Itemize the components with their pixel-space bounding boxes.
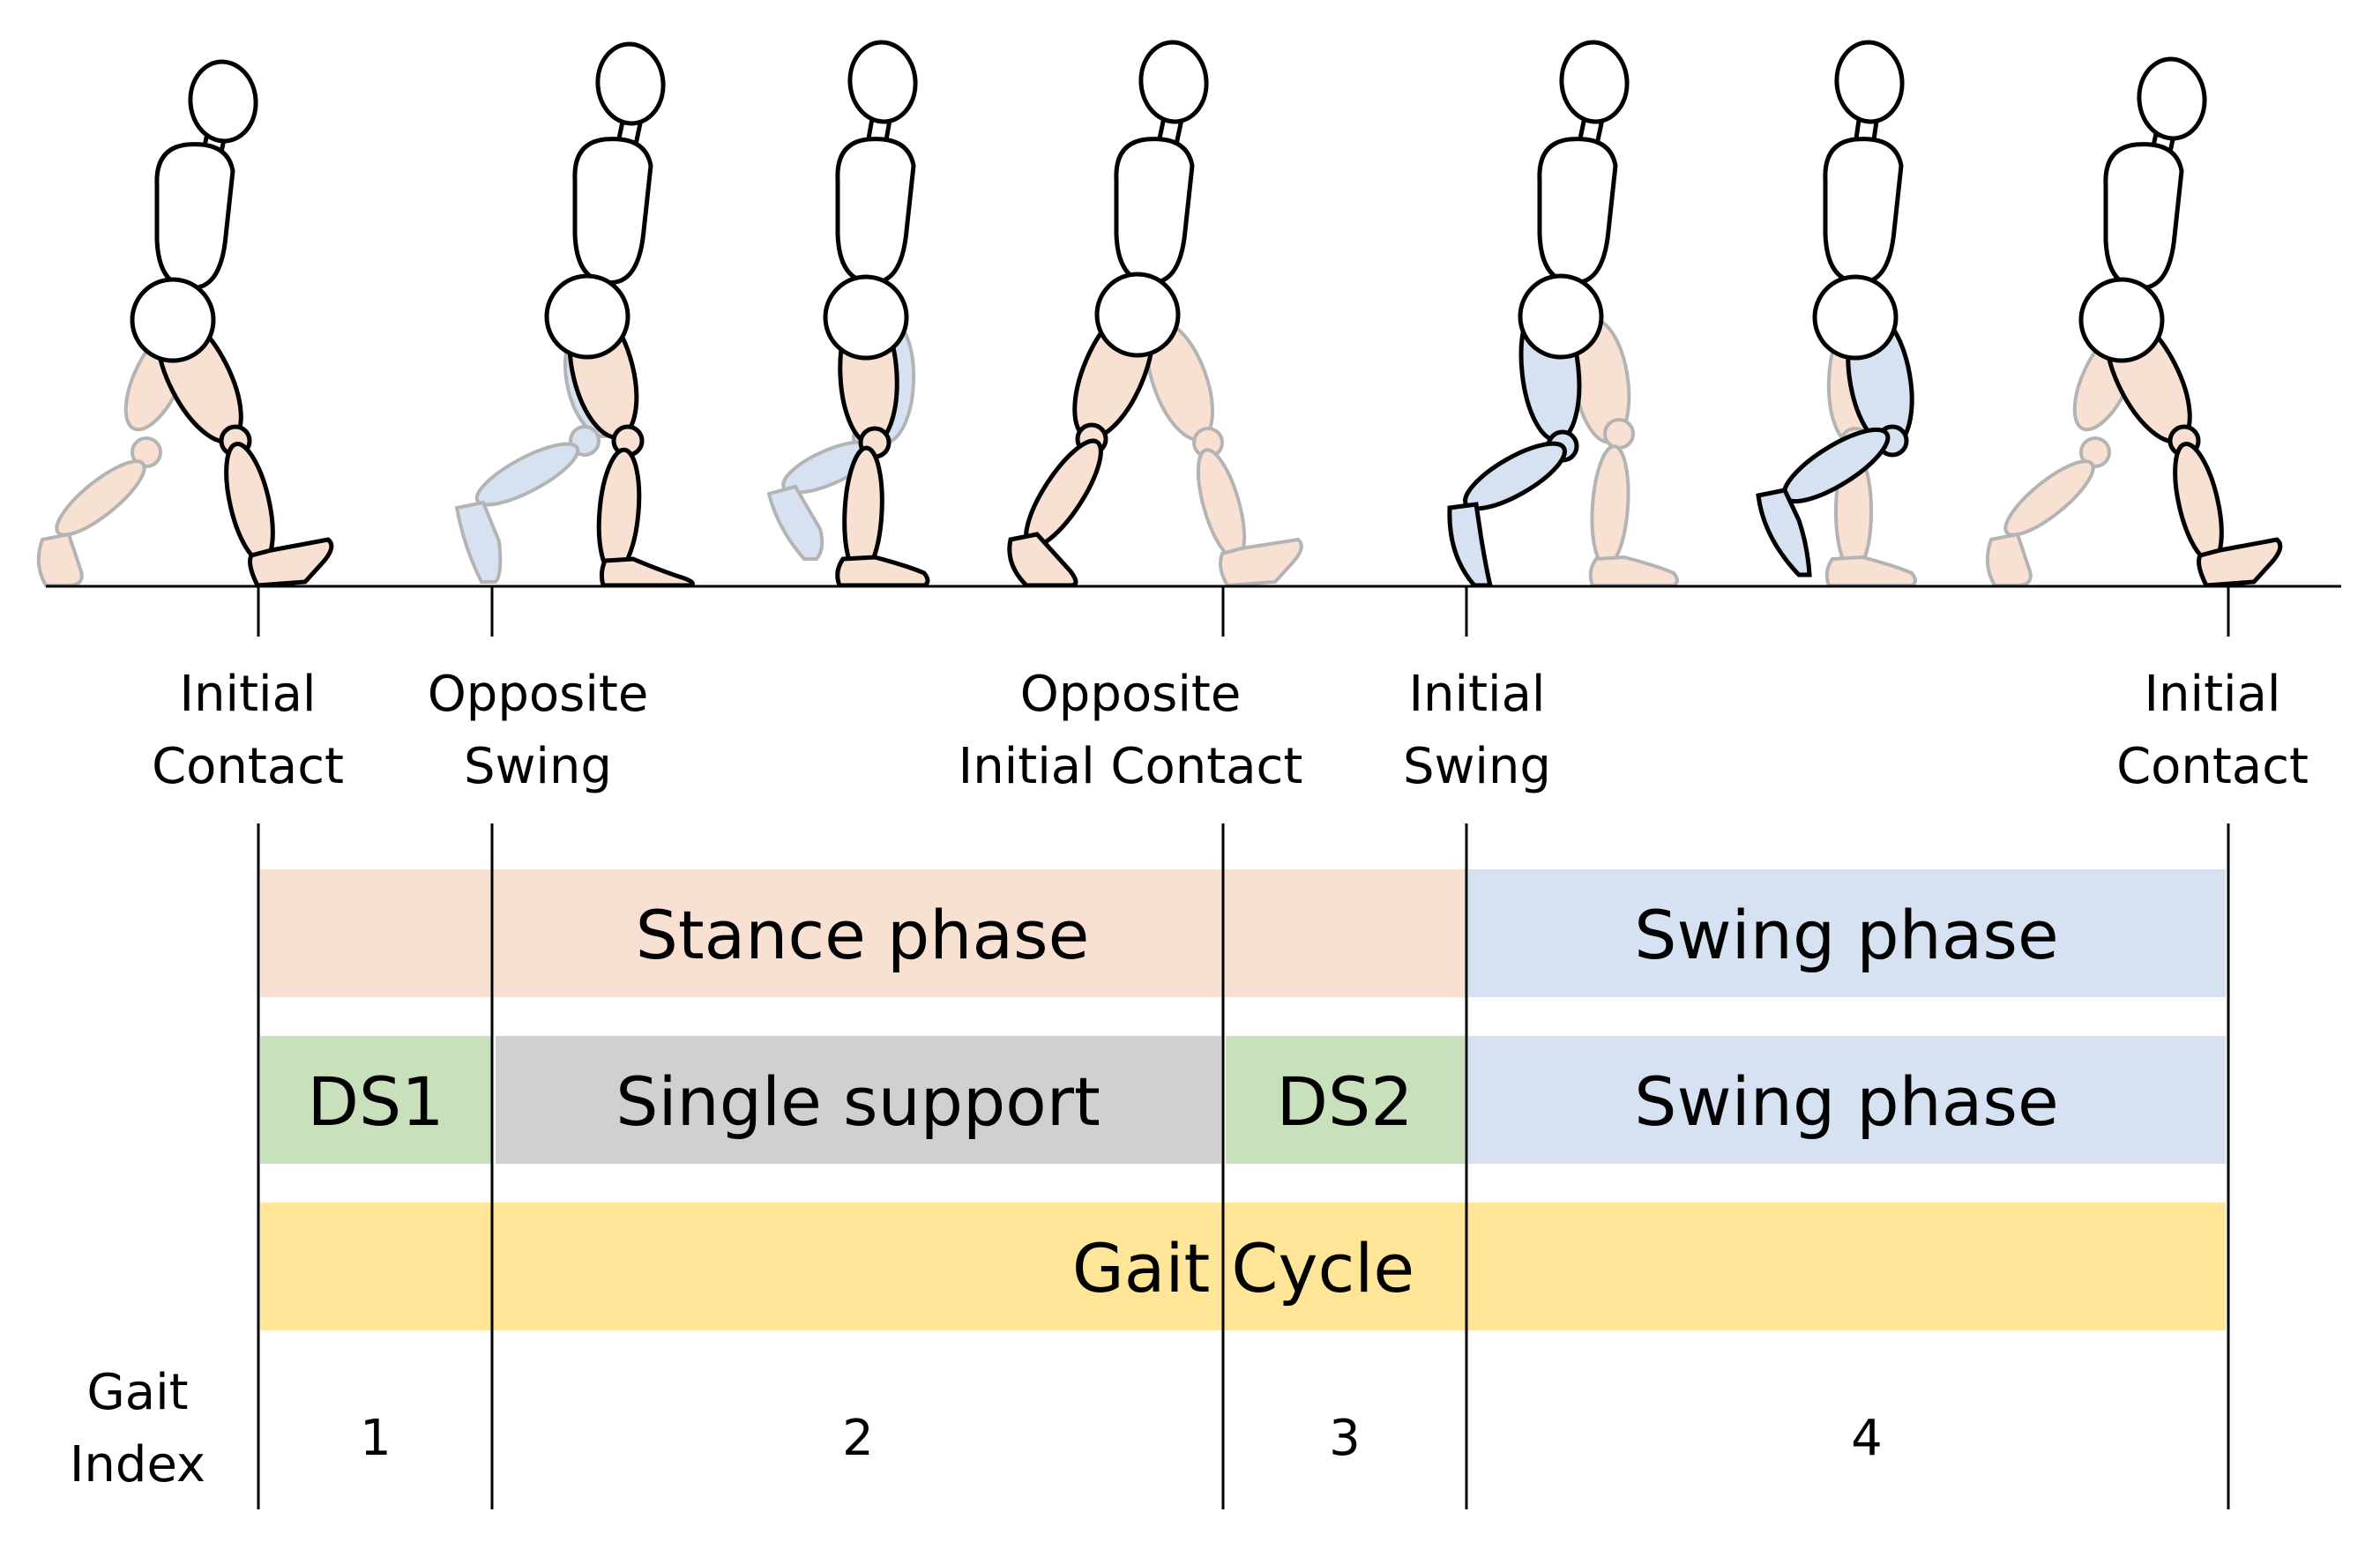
event-label-opposite-initial-contact-line-1: Opposite [1020,666,1242,723]
torso-and-head [1812,40,1905,361]
boundary-lines [257,823,2230,1509]
gait-cycle-bar [260,1203,2226,1330]
stance-phase-bar [260,869,1466,997]
swing-phase-label-top: Swing phase [1634,896,2058,974]
event-labels: Initial Contact Opposite Swing Opposite … [152,666,2309,795]
single-support-bar [496,1036,1221,1164]
torso-and-head [823,40,918,361]
torso-and-head [2078,56,2207,363]
gait-index-title-line-1: Gait [86,1364,188,1421]
gait-index-value-4: 4 [1851,1410,1883,1467]
swing-phase-label-mid: Swing phase [1634,1062,2058,1141]
gait-index-title-line-2: Index [70,1436,205,1494]
event-label-opposite-swing-line-1: Opposite [428,666,649,723]
bar-labels: Stance phase Swing phase DS1 Single supp… [307,896,2058,1307]
event-ticks [257,586,2230,637]
walker-figure-1 [36,59,334,588]
walker-figure-3 [766,40,930,588]
ds2-label: DS2 [1276,1062,1413,1141]
walker-figure-2 [454,41,695,588]
swing-phase-bar-top [1468,869,2226,997]
walker-figure-7 [1985,56,2283,588]
gait-index: Gait Index 1 2 3 4 [70,1364,1883,1494]
event-label-initial-swing-line-2: Swing [1403,738,1551,795]
swing-phase-bar-mid [1468,1036,2226,1164]
gait-index-value-3: 3 [1329,1410,1361,1467]
gait-cycle-label: Gait Cycle [1072,1229,1414,1307]
gait-index-value-2: 2 [842,1410,874,1467]
walker-figure-4 [1007,40,1303,588]
stance-phase-label: Stance phase [636,896,1090,974]
event-label-initial-contact-line-1: Initial [180,666,317,723]
torso-and-head [544,41,666,360]
phase-bars [260,869,2226,1330]
walker-figure-6 [1756,40,1917,587]
torso-and-head [130,59,258,363]
torso-and-head [1094,40,1209,358]
ds1-label: DS1 [307,1062,444,1141]
walking-figures [36,40,2283,588]
ds1-bar [260,1036,491,1164]
far-leg [1145,320,1303,588]
event-label-final-initial-contact-line-2: Contact [2116,738,2309,795]
event-label-opposite-swing-line-2: Swing [464,738,612,795]
far-leg [1571,317,1679,587]
ds2-bar [1226,1036,1465,1164]
single-support-label: Single support [616,1062,1100,1141]
event-label-initial-contact-line-2: Contact [152,738,344,795]
torso-and-head [1518,40,1630,360]
event-label-opposite-initial-contact-line-2: Initial Contact [959,738,1303,795]
event-label-initial-swing-line-1: Initial [1409,666,1546,723]
walker-figure-5 [1447,40,1679,588]
gait-index-value-1: 1 [360,1410,392,1467]
event-label-final-initial-contact-line-1: Initial [2145,666,2281,723]
